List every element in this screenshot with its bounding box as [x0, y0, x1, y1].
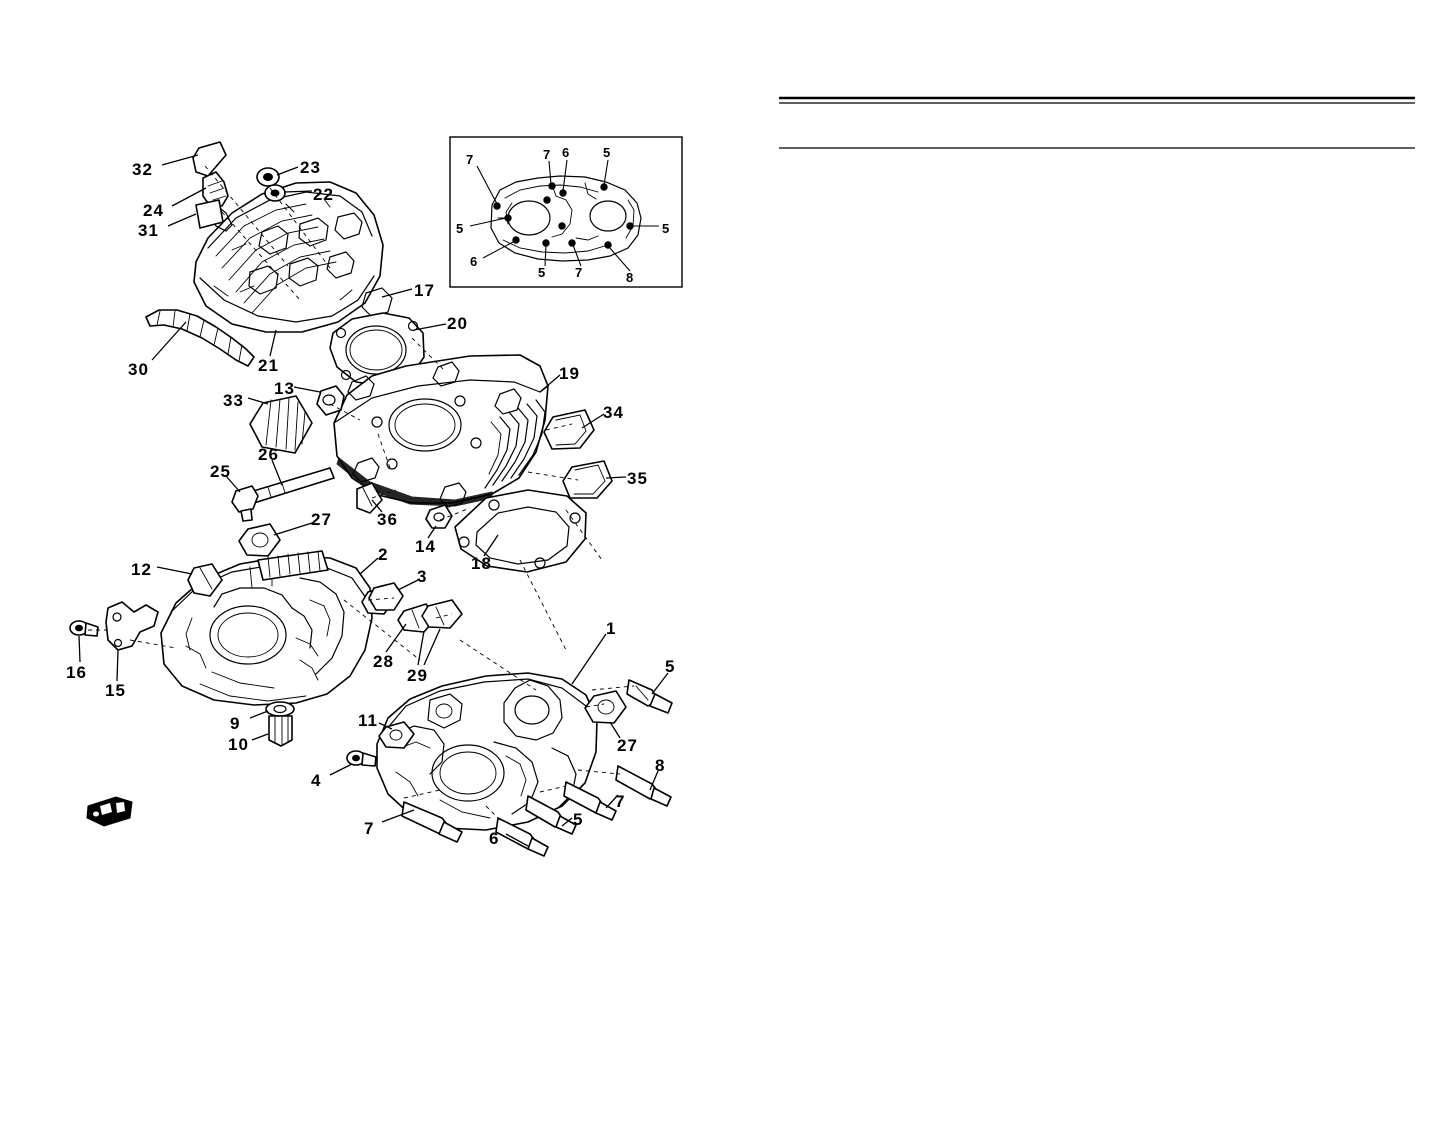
callout-35: 35	[627, 469, 648, 488]
crankcase-right-main-bearing	[431, 744, 505, 802]
callout-26: 26	[258, 445, 279, 464]
callout-23: 23	[300, 158, 321, 177]
part-34-damper	[543, 409, 595, 450]
part-26-stud	[249, 467, 335, 504]
crankcase-bottom-bolts	[401, 765, 672, 857]
part-28-29-pins	[397, 599, 463, 633]
alignment-dashed-lines	[88, 165, 635, 821]
part-3-collar	[368, 582, 404, 611]
callout-32: 32	[132, 160, 153, 179]
callout-20: 20	[447, 314, 468, 333]
callout-9: 9	[230, 714, 240, 733]
cylinder-head-fins	[215, 203, 337, 314]
inset-callout-1: 7	[543, 147, 551, 162]
part-12-dowel	[187, 563, 223, 597]
cylinder-block-assembly	[231, 312, 613, 573]
callout-21: 21	[258, 356, 279, 375]
callout-7-left: 7	[364, 819, 374, 838]
callout-8: 8	[655, 756, 665, 775]
part-23-nut	[256, 167, 280, 187]
callout-19: 19	[559, 364, 580, 383]
part-15-bracket	[105, 601, 159, 651]
callout-1: 1	[606, 619, 616, 638]
header-rules	[779, 96, 1415, 149]
callout-29: 29	[407, 666, 428, 685]
callout-27-left: 27	[311, 510, 332, 529]
part-31-block	[195, 199, 224, 229]
callout-leader-lines	[78, 154, 669, 847]
cylinder-head-body	[193, 181, 384, 333]
inset-callout-2: 6	[562, 145, 570, 160]
part-11-lug	[378, 721, 415, 749]
part-10-drain-plug	[268, 715, 293, 747]
part-9-washer	[265, 701, 295, 717]
callout-14: 14	[415, 537, 436, 556]
callout-6: 6	[489, 829, 499, 848]
crankcase-right-assembly	[346, 672, 673, 857]
small-wedge-part	[86, 796, 133, 827]
inset-crankcase-artwork	[490, 175, 642, 262]
part-27-seal-left	[238, 523, 281, 557]
cylinder-bore	[371, 395, 482, 470]
callout-25: 25	[210, 462, 231, 481]
cylinder-head-flange	[361, 287, 393, 318]
callout-11: 11	[358, 711, 378, 730]
cylinder-block-fins	[484, 399, 546, 489]
cylinder-head-assembly	[145, 141, 393, 367]
callout-15: 15	[105, 681, 126, 700]
part-32-plate	[192, 141, 227, 177]
inset-callout-5: 5	[662, 221, 670, 236]
callout-16: 16	[66, 663, 87, 682]
callout-12: 12	[131, 560, 152, 579]
callout-4: 4	[311, 771, 321, 790]
crankcase-left-assembly	[69, 523, 463, 747]
callout-13: 13	[274, 379, 295, 398]
callout-labels: 32 23 24 22 31 17 30 21 20 13 19 33 34 3…	[66, 158, 675, 848]
part-33-finned-part	[249, 395, 313, 454]
crankcase-left-body	[160, 555, 373, 706]
inset-callout-8: 7	[575, 265, 583, 280]
inset-border	[449, 136, 683, 288]
part-16-bolt	[69, 620, 99, 637]
part-30-plug-lead	[145, 309, 255, 367]
part-27-seal-right	[584, 690, 627, 724]
callout-24: 24	[143, 201, 164, 220]
callout-5-bottom: 5	[573, 810, 583, 829]
cylinder-head-rocker-detail	[213, 198, 363, 301]
callout-36: 36	[377, 510, 398, 529]
callout-5-upper: 5	[665, 657, 675, 676]
inset-callout-4: 5	[456, 221, 464, 236]
callout-27-right: 27	[617, 736, 638, 755]
inset-callout-6: 6	[470, 254, 478, 269]
inset-callout-9: 8	[626, 270, 634, 285]
callout-3: 3	[417, 567, 427, 586]
part-22-washer	[264, 184, 286, 202]
inset-callout-7: 5	[538, 265, 546, 280]
part-25-fitting	[231, 485, 259, 522]
part-13-guide	[316, 385, 345, 416]
callout-30: 30	[128, 360, 149, 379]
inset-callout-labels: 7 7 6 5 5 5 6 5 7 8	[456, 145, 670, 285]
crankcase-left-main-bearing	[209, 605, 287, 665]
inset-callout-0: 7	[466, 152, 474, 167]
part-5-bolt-upper	[626, 679, 673, 714]
crankcase-left-serrated-strip	[257, 550, 329, 581]
callout-17: 17	[414, 281, 435, 300]
callout-7-right: 7	[615, 792, 625, 811]
part-4-bolt	[346, 750, 377, 767]
inset-crankcase-bolt-sequence: 7 7 6 5 5 5 6 5 7 8	[449, 136, 683, 288]
callout-22: 22	[313, 185, 334, 204]
part-14-dowel	[425, 504, 453, 529]
callout-2: 2	[378, 545, 388, 564]
callout-33: 33	[223, 391, 244, 410]
callout-34: 34	[603, 403, 624, 422]
inset-callout-3: 5	[603, 145, 611, 160]
callout-18: 18	[471, 554, 492, 573]
callout-31: 31	[138, 221, 159, 240]
inset-leaders	[469, 159, 659, 272]
callout-10: 10	[228, 735, 249, 754]
callout-28: 28	[373, 652, 394, 671]
